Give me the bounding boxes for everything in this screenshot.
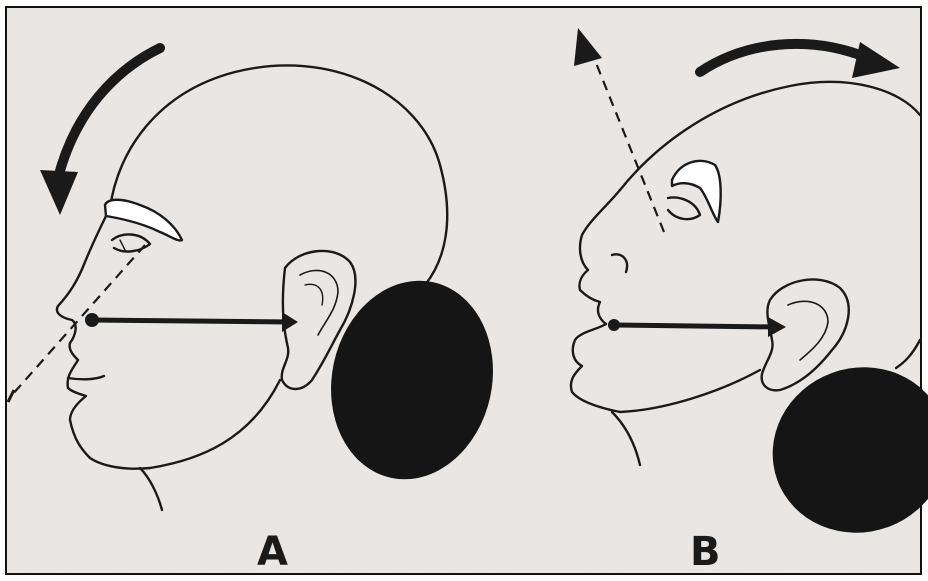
panel-label-b: B — [690, 529, 721, 575]
panel-label-a: A — [257, 529, 288, 575]
nose-ear-line-b — [614, 325, 778, 327]
nose-ear-line-a — [92, 320, 292, 322]
